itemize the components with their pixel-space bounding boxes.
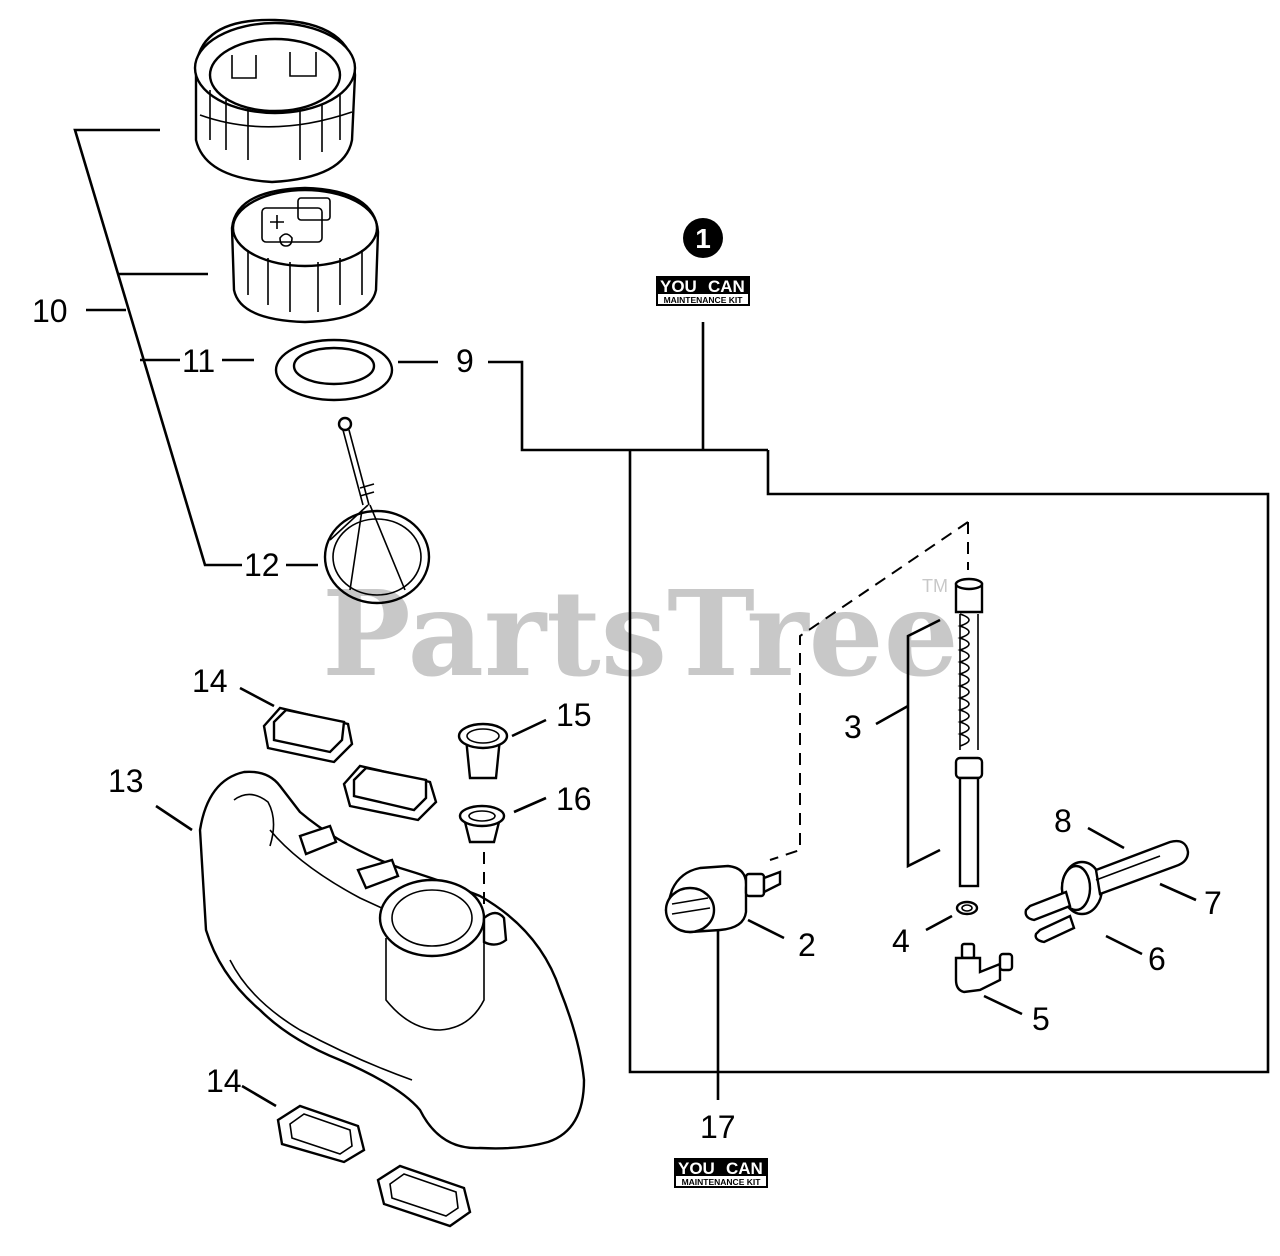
- callout-6[interactable]: 6: [1148, 941, 1166, 977]
- part-gasket[interactable]: [274, 338, 394, 402]
- part-elbow-fitting[interactable]: [954, 942, 1014, 994]
- part-o-ring[interactable]: [955, 900, 979, 916]
- watermark-text: PartsTree: [322, 564, 959, 703]
- leader-14-bottom: [241, 1084, 277, 1108]
- leader-4: [925, 914, 953, 932]
- callout-5[interactable]: 5: [1032, 1001, 1050, 1037]
- callout-10[interactable]: 10: [32, 293, 68, 329]
- leader-5: [983, 994, 1023, 1016]
- bracket-lines-3: [875, 618, 941, 869]
- callout-2[interactable]: 2: [798, 927, 816, 963]
- part-lock-ring[interactable]: [193, 18, 357, 184]
- dashed-guide-fuel-line: [769, 521, 969, 861]
- part-fuel-filter[interactable]: [664, 864, 782, 934]
- leader-6: [1105, 934, 1143, 956]
- kit-subtitle-bottom: MAINTENANCE KIT: [682, 1177, 762, 1187]
- part-pad-bottom-left[interactable]: [276, 1104, 366, 1164]
- maintenance-kit-badge-bottom[interactable]: YOU CAN MAINTENANCE KIT: [674, 1158, 768, 1188]
- bracket-lines-10-12: [73, 128, 318, 567]
- callout-7[interactable]: 7: [1204, 885, 1222, 921]
- part-fuel-tank[interactable]: [198, 770, 586, 1150]
- kit-number: 1: [695, 223, 711, 254]
- kit-group-outline: [398, 322, 1270, 1074]
- part-plug[interactable]: [457, 722, 509, 780]
- callout-12[interactable]: 12: [244, 547, 280, 583]
- part-pad-top-left[interactable]: [262, 706, 354, 764]
- callout-17[interactable]: 17: [700, 1109, 736, 1145]
- callout-14-top[interactable]: 14: [192, 663, 228, 699]
- kit-brand-right: CAN: [708, 277, 745, 296]
- kit-subtitle: MAINTENANCE KIT: [664, 295, 744, 305]
- callout-13[interactable]: 13: [108, 763, 144, 799]
- leader-8: [1087, 826, 1125, 850]
- maintenance-kit-badge-top[interactable]: 1 YOU CAN MAINTENANCE KIT: [656, 218, 750, 306]
- leader-14-top: [239, 686, 275, 708]
- leader-15: [511, 718, 547, 738]
- leader-2: [747, 918, 785, 940]
- callout-15[interactable]: 15: [556, 697, 592, 733]
- callout-16[interactable]: 16: [556, 781, 592, 817]
- callout-3[interactable]: 3: [844, 709, 862, 745]
- part-pad-bottom-right[interactable]: [376, 1164, 472, 1228]
- watermark-tm: TM: [922, 576, 948, 596]
- callout-11[interactable]: 11: [182, 343, 215, 379]
- part-fuel-line[interactable]: [954, 577, 984, 888]
- callout-8[interactable]: 8: [1054, 803, 1072, 839]
- part-pad-top-right[interactable]: [342, 764, 438, 822]
- callout-9[interactable]: 9: [456, 343, 474, 379]
- part-grommet-small[interactable]: [458, 804, 506, 844]
- kit-brand-right-bottom: CAN: [726, 1159, 763, 1178]
- leader-16: [513, 796, 547, 814]
- part-vent-tubes[interactable]: [1024, 839, 1190, 944]
- leader-13: [155, 804, 193, 832]
- part-fuel-cap[interactable]: [230, 186, 380, 324]
- part-strap[interactable]: [323, 416, 431, 605]
- callout-4[interactable]: 4: [892, 923, 910, 959]
- callout-14-bottom[interactable]: 14: [206, 1063, 242, 1099]
- kit-brand-left: YOU: [660, 277, 697, 296]
- kit-brand-left-bottom: YOU: [678, 1159, 715, 1178]
- leader-7: [1159, 882, 1197, 902]
